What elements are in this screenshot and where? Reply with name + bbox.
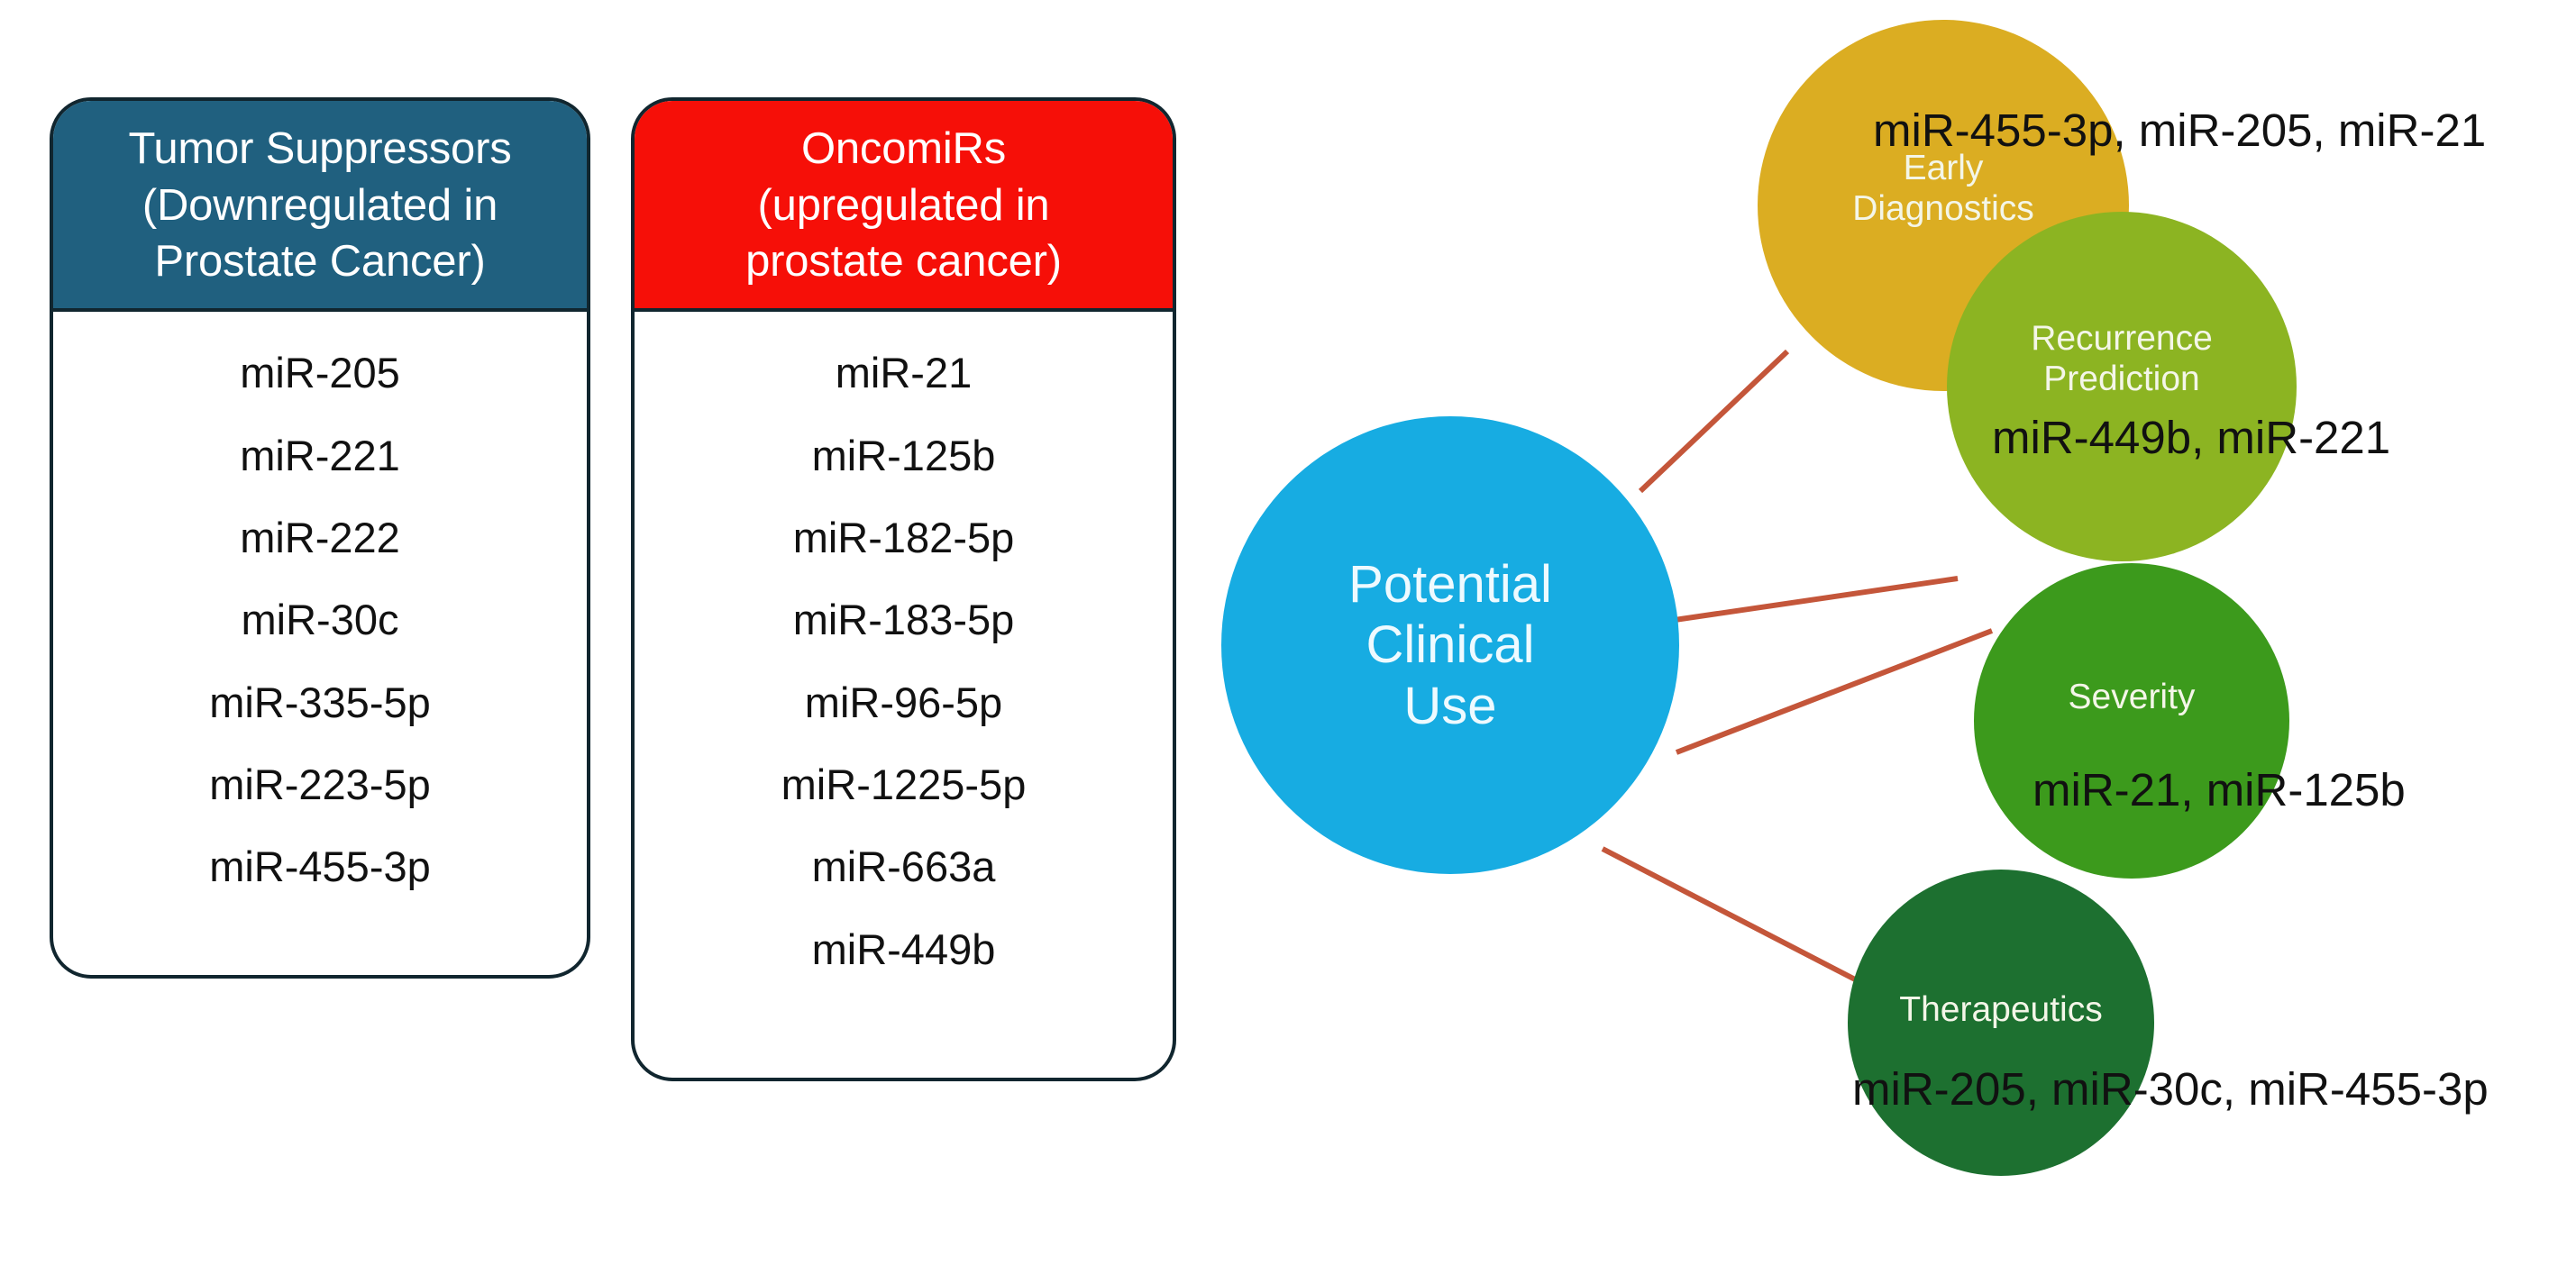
list-item: miR-455-3p (209, 842, 431, 891)
annotation-early-diagnostics: miR-455-3p, miR-205, miR-21 (1873, 105, 2487, 156)
list-item: miR-1225-5p (781, 760, 1027, 808)
list-item: miR-30c (241, 596, 399, 644)
header-line: (upregulated in (757, 180, 1050, 230)
connector-early-diagnostics (1638, 349, 1790, 494)
list-item: miR-182-5p (792, 513, 1015, 561)
tumor-suppressors-card: Tumor Suppressors (Downregulated in Pros… (50, 97, 590, 979)
header-line: (Downregulated in (142, 180, 498, 230)
bubble-label-line: Clinical (1366, 615, 1535, 675)
list-item: miR-96-5p (804, 678, 1003, 726)
bubble-label-line: Potential (1348, 555, 1552, 615)
annotation-severity: miR-21, miR-125b (2032, 764, 2406, 815)
list-item: miR-663a (811, 842, 996, 891)
list-item: miR-125b (811, 431, 996, 479)
oncomirs-header: OncomiRs (upregulated in prostate cancer… (635, 101, 1173, 313)
bubble-early-diagnostics[interactable]: Early Diagnostics (1758, 20, 2129, 391)
tumor-suppressors-header: Tumor Suppressors (Downregulated in Pros… (53, 101, 587, 313)
bubble-label-line: Prediction (2043, 360, 2200, 399)
connector-lines (1601, 349, 1994, 985)
bubble-label-line: Early (1903, 149, 1984, 187)
bubble-potential-clinical-use[interactable]: Potential Clinical Use (1221, 416, 1679, 874)
list-item: miR-449b (811, 924, 996, 973)
tumor-suppressors-list: miR-205 miR-221 miR-222 miR-30c miR-335-… (53, 312, 587, 907)
annotation-recurrence-prediction: miR-449b, miR-221 (1992, 412, 2391, 463)
list-item: miR-222 (240, 513, 400, 561)
bubble-recurrence-prediction[interactable]: Recurrence Prediction (1947, 212, 2297, 561)
bubble-label-line: Severity (2068, 678, 2196, 716)
header-line: OncomiRs (800, 124, 1007, 173)
bubble-label-line: Diagnostics (1852, 189, 2034, 229)
list-item: miR-205 (240, 349, 400, 397)
list-item: miR-183-5p (792, 596, 1015, 644)
bubble-severity[interactable]: Severity (1974, 563, 2289, 879)
header-line: Tumor Suppressors (128, 124, 512, 173)
header-line: prostate cancer) (745, 237, 1062, 287)
clinical-use-bubble-diagram: Potential Clinical Use Early Diagnostics… (1181, 0, 2576, 1266)
annotation-therapeutics: miR-205, miR-30c, miR-455-3p (1852, 1063, 2489, 1115)
bubble-therapeutics[interactable]: Therapeutics (1848, 870, 2154, 1176)
header-line: Prostate Cancer) (154, 237, 486, 287)
list-item: miR-21 (835, 349, 973, 397)
list-item: miR-335-5p (209, 678, 431, 726)
oncomirs-card: OncomiRs (upregulated in prostate cancer… (631, 97, 1176, 1081)
list-item: miR-221 (240, 431, 400, 479)
list-item: miR-223-5p (209, 760, 431, 808)
connector-therapeutics (1601, 846, 1862, 985)
oncomirs-list: miR-21 miR-125b miR-182-5p miR-183-5p mi… (635, 312, 1173, 990)
bubble-label-line: Use (1403, 676, 1497, 735)
connector-severity (1675, 628, 1994, 755)
bubble-label-line: Therapeutics (1899, 990, 2103, 1029)
connector-recurrence-prediction (1674, 576, 1959, 623)
bubble-label-line: Recurrence (2031, 319, 2213, 358)
